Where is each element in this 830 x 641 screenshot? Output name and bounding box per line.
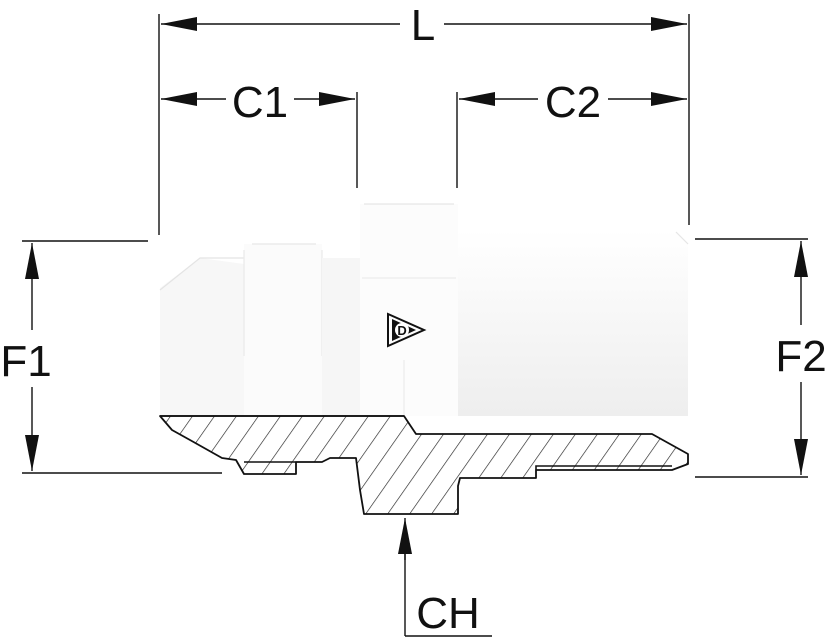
dimension-F1: F1 [0,243,52,471]
dimension-C1: C1 [161,78,355,127]
dunlop-d-arrow-logo: D [387,312,427,348]
extension-lines [22,14,808,637]
label-C1: C1 [232,78,288,127]
dimension-F2: F2 [775,241,827,475]
label-F1: F1 [0,337,51,386]
dimension-L: L [161,1,687,50]
dimension-C2: C2 [459,78,687,127]
fitting-body [159,203,689,416]
fitting-cross-section [159,415,689,515]
label-C2: C2 [545,78,601,127]
label-CH: CH [416,589,480,638]
label-F2: F2 [775,332,826,381]
dimension-CH: CH [398,518,480,638]
svg-text:D: D [397,323,406,338]
label-L: L [411,1,435,50]
